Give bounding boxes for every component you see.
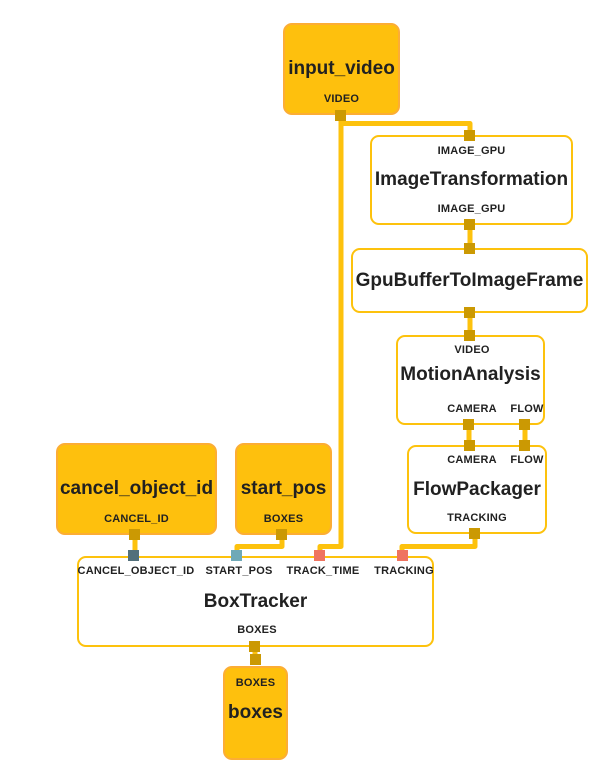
node-title: MotionAnalysis (400, 363, 541, 385)
node-input-video[interactable]: input_video VIDEO (283, 23, 400, 115)
node-title: ImageTransformation (374, 169, 569, 190)
output-port-label-flow: FLOW (510, 403, 544, 415)
input-port-label-camera: CAMERA (447, 454, 497, 466)
node-title: input_video (288, 58, 395, 79)
node-title: FlowPackager (413, 478, 541, 500)
input-port-label-video: VIDEO (454, 344, 490, 356)
edge-start-pos-to-box-tracker (234, 533, 285, 558)
edge-flow-packager-tracking-to-box-tracker (399, 532, 478, 558)
node-gpu-buffer-to-image-frame[interactable]: GpuBufferToImageFrame (351, 248, 588, 313)
node-title: GpuBufferToImageFrame (355, 269, 584, 291)
input-port-label-track-time: TRACK_TIME (286, 565, 360, 577)
input-port-label-tracking: TRACKING (374, 565, 434, 577)
output-port-label-video: VIDEO (323, 93, 360, 105)
output-port-label-boxes: BOXES (263, 513, 304, 525)
node-title: start_pos (240, 478, 327, 499)
output-port-label-cancel-id: CANCEL_ID (104, 513, 169, 525)
input-port-label-image-gpu: IMAGE_GPU (437, 145, 506, 157)
edge-input-video-to-image-transformation (338, 115, 473, 137)
node-title: boxes (228, 702, 283, 723)
node-image-transformation[interactable]: IMAGE_GPU ImageTransformation IMAGE_GPU (370, 135, 573, 225)
input-port-label-cancel-object-id: CANCEL_OBJECT_ID (77, 565, 195, 577)
input-port-label-flow: FLOW (510, 454, 544, 466)
node-box-tracker[interactable]: CANCEL_OBJECT_ID START_POS TRACK_TIME TR… (77, 556, 434, 647)
node-title: BoxTracker (203, 590, 308, 612)
output-port-label-boxes: BOXES (237, 624, 277, 636)
input-port-label-start-pos: START_POS (205, 565, 273, 577)
input-port-label-boxes: BOXES (235, 677, 276, 689)
node-title: cancel_object_id (59, 478, 214, 499)
output-port-label-tracking: TRACKING (447, 512, 507, 524)
node-flow-packager[interactable]: CAMERA FLOW FlowPackager TRACKING (407, 445, 547, 534)
node-start-pos[interactable]: start_pos BOXES (235, 443, 332, 535)
port-boxes-in (250, 654, 261, 665)
node-boxes[interactable]: BOXES boxes (223, 666, 288, 760)
output-port-label-image-gpu: IMAGE_GPU (437, 203, 506, 215)
output-port-label-camera: CAMERA (447, 403, 497, 415)
node-cancel-object-id[interactable]: cancel_object_id CANCEL_ID (56, 443, 217, 535)
node-motion-analysis[interactable]: VIDEO MotionAnalysis CAMERA FLOW (396, 335, 545, 425)
